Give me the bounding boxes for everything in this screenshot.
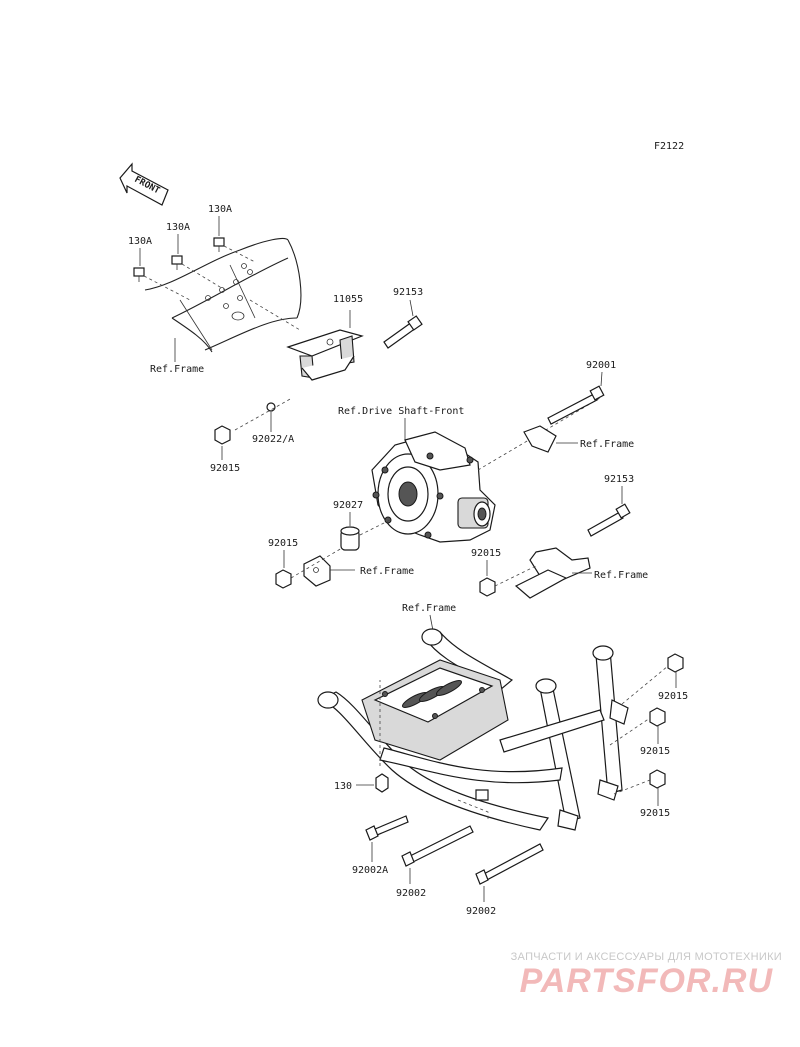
label-92015-1: 92015	[210, 463, 240, 474]
figure-code: F2122	[654, 141, 684, 152]
watermark-caption: ЗАПЧАСТИ И АКСЕССУАРЫ ДЛЯ МОТОТЕХНИКИ	[510, 951, 782, 963]
label-92153-lower: 92153	[604, 474, 634, 485]
label-92153-upper: 92153	[393, 287, 423, 298]
nut-92015-6	[649, 769, 666, 789]
label-92022a: 92022/A	[252, 434, 294, 445]
front-differential	[371, 431, 496, 543]
bolt-92002-1	[401, 825, 474, 867]
label-92015-3: 92015	[471, 548, 501, 559]
front-arrow-icon: FRONT	[119, 162, 169, 206]
bracket-11055	[286, 310, 364, 381]
label-11055: 11055	[333, 294, 363, 305]
bolt-130a-2	[171, 255, 183, 270]
frame-crossmember	[144, 237, 302, 353]
nut-92015-5	[649, 707, 666, 727]
frame-tab-right	[514, 547, 591, 599]
label-92027: 92027	[333, 500, 363, 511]
label-130a-3: 130A	[208, 204, 232, 215]
bolt-92002-2	[475, 843, 544, 885]
washer-92022a	[266, 402, 276, 412]
label-130: 130	[334, 781, 352, 792]
label-ref-frame-1: Ref.Frame	[150, 364, 204, 375]
label-ref-frame-3: Ref.Frame	[360, 566, 414, 577]
nut-92015-4	[667, 653, 684, 673]
label-92015-5: 92015	[640, 746, 670, 757]
label-92002-2: 92002	[466, 906, 496, 917]
bolt-92153-lower	[587, 503, 631, 537]
watermark-logo: PARTSFOR.RU	[519, 962, 774, 1000]
frame-tab-left	[303, 555, 331, 587]
nut-92015-3	[479, 577, 496, 597]
label-ref-drive-shaft: Ref.Drive Shaft-Front	[338, 406, 464, 417]
bolt-92153-upper	[383, 315, 423, 349]
label-92001: 92001	[586, 360, 616, 371]
label-92002a: 92002A	[352, 865, 388, 876]
label-92002-1: 92002	[396, 888, 426, 899]
label-92015-4: 92015	[658, 691, 688, 702]
label-130a-2: 130A	[166, 222, 190, 233]
bolt-130	[375, 773, 389, 793]
label-ref-frame-2: Ref.Frame	[580, 439, 634, 450]
watermark: ЗАПЧАСТИ И АКСЕССУАРЫ ДЛЯ МОТОТЕХНИКИ PA…	[511, 951, 782, 999]
label-92015-6: 92015	[640, 808, 670, 819]
bolt-130a-3	[213, 237, 225, 252]
collar-92027	[340, 526, 360, 551]
nut-92015-2	[275, 569, 292, 589]
bolt-130a-1	[133, 267, 145, 282]
label-ref-frame-5: Ref.Frame	[402, 603, 456, 614]
nut-92015-1	[214, 425, 231, 445]
label-ref-frame-4: Ref.Frame	[594, 570, 648, 581]
bolt-92001	[547, 385, 605, 425]
bolt-92002a	[365, 815, 409, 841]
frame-tab-upper	[523, 425, 557, 453]
label-92015-2: 92015	[268, 538, 298, 549]
label-130a-1: 130A	[128, 236, 152, 247]
lower-frame	[317, 628, 629, 831]
